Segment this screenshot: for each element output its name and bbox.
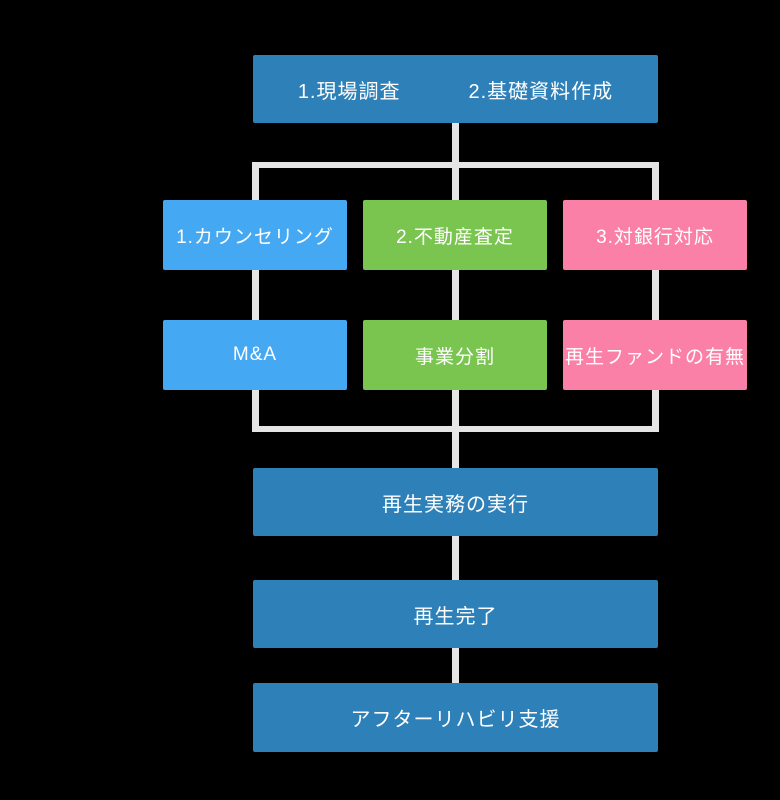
real-estate-appraisal-label: 2.不動産査定 (396, 226, 514, 248)
connector-top-center-line (452, 123, 459, 200)
connector-upper-right-line (652, 162, 659, 200)
connector-lower-left-line (252, 390, 259, 432)
counseling-label: 1.カウンセリング (176, 226, 334, 248)
aftercare-label: アフターリハビリ支援 (350, 709, 561, 731)
aftercare-box: アフターリハビリ支援 (253, 683, 658, 752)
completion-label: 再生完了 (413, 605, 498, 628)
survey-phase-label-left: 1.現場調査 (297, 80, 401, 103)
real-estate-appraisal-box: 2.不動産査定 (363, 200, 547, 270)
ma-box: M&A (163, 320, 347, 390)
connector-to-completion-line (452, 536, 459, 580)
connector-mid-center-line (452, 270, 459, 320)
connector-to-aftercare-line (452, 648, 459, 683)
counseling-box: 1.カウンセリング (163, 200, 347, 270)
execution-box: 再生実務の実行 (253, 468, 658, 536)
connector-lower-right-line (652, 390, 659, 432)
business-split-box: 事業分割 (363, 320, 547, 390)
connector-mid-right-line (652, 270, 659, 320)
survey-phase-box: 1.現場調査 2.基礎資料作成 (253, 55, 658, 123)
completion-box: 再生完了 (253, 580, 658, 648)
execution-label: 再生実務の実行 (382, 493, 529, 516)
ma-label: M&A (232, 344, 278, 365)
bank-response-box: 3.対銀行対応 (563, 200, 747, 270)
bank-response-label: 3.対銀行対応 (596, 226, 714, 248)
revival-fund-box: 再生ファンドの有無 (563, 320, 747, 390)
survey-phase-label-right: 2.基礎資料作成 (468, 80, 614, 103)
connector-mid-left-line (252, 270, 259, 320)
connector-lower-center-line (452, 390, 459, 432)
connector-upper-branch-line (252, 162, 658, 168)
connector-upper-left-line (252, 162, 259, 200)
connector-to-execution-line (452, 432, 459, 468)
revival-fund-label: 再生ファンドの有無 (564, 346, 745, 368)
business-split-label: 事業分割 (414, 346, 495, 368)
connector-lower-merge-line (252, 426, 658, 432)
